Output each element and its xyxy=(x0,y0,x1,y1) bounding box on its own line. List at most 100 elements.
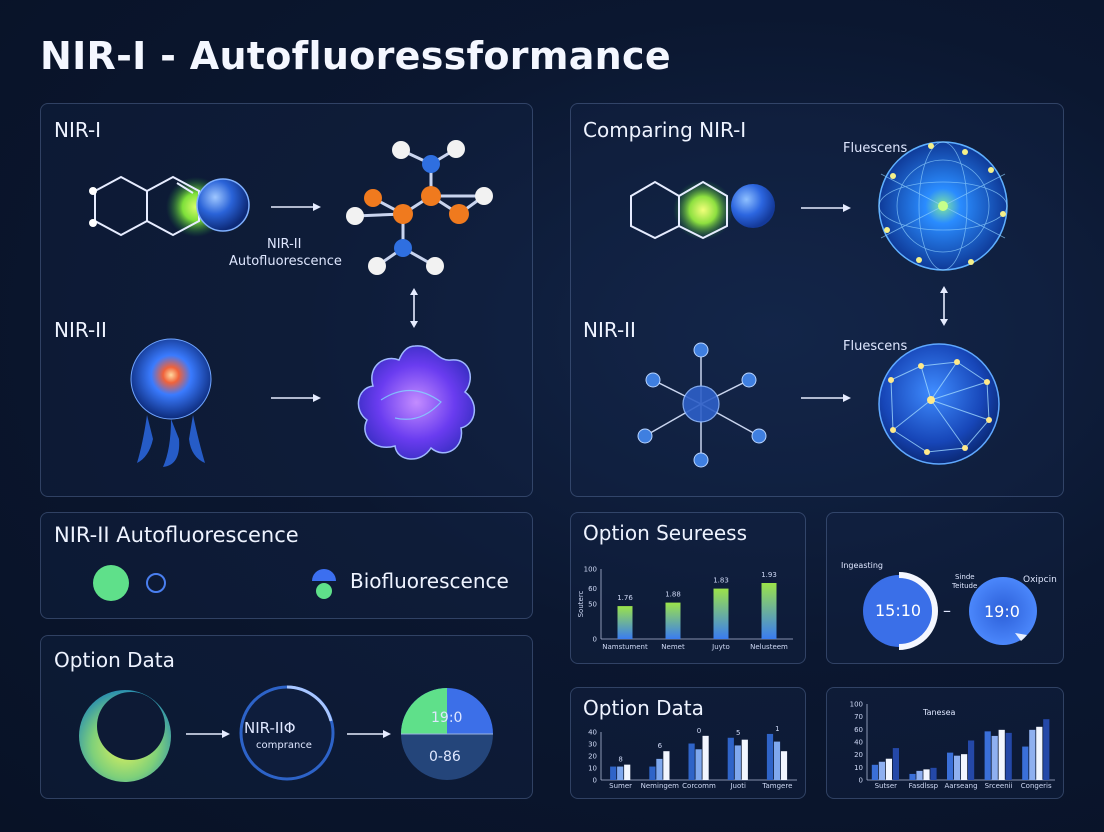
bottom-right-chart-title: Tanesea xyxy=(923,708,956,717)
bar xyxy=(885,758,892,780)
network-sphere-icon xyxy=(878,141,1008,271)
arrow-right-icon xyxy=(801,204,851,212)
bar xyxy=(916,770,923,780)
y-tick-label: 0 xyxy=(859,777,863,785)
x-tick-label: Sumer xyxy=(609,782,632,790)
sphere-label-top: Fluescens xyxy=(843,141,908,156)
gauge-right-value: 19:0 xyxy=(984,602,1020,621)
y-tick-label: 50 xyxy=(588,601,597,609)
x-tick-label: Juoti xyxy=(729,782,746,790)
bar xyxy=(695,749,702,780)
bar xyxy=(773,741,781,780)
x-tick-label: Corcomm xyxy=(682,782,716,790)
data-label: 1.93 xyxy=(761,571,777,579)
y-tick-label: 40 xyxy=(854,739,863,747)
bar xyxy=(624,764,631,780)
bar xyxy=(617,606,633,639)
y-tick-label: 0 xyxy=(593,777,597,785)
arrow-right-icon xyxy=(271,203,321,211)
panel-autofluorescence: NIR-II Autofluorescence Biofluorescence xyxy=(40,512,533,619)
bar xyxy=(610,766,617,780)
bar xyxy=(656,758,663,780)
data-label: 1 xyxy=(775,725,779,733)
x-tick-label: Nemet xyxy=(661,643,685,651)
x-tick-label: Nemingem xyxy=(641,782,679,790)
bar xyxy=(968,740,975,780)
molecule-caption-line1: NIR-II xyxy=(267,237,302,252)
arrow-right-icon xyxy=(271,394,321,402)
y-tick-label: 20 xyxy=(588,753,597,761)
nir2-label: NIR-II xyxy=(54,318,107,342)
compare-nir2-label: NIR-II xyxy=(583,318,636,342)
crescent-icon xyxy=(79,690,171,782)
gauge-label-mid-2: Teitude xyxy=(952,582,978,590)
bar xyxy=(780,751,788,780)
star-molecule-icon xyxy=(637,342,767,468)
bar xyxy=(663,751,670,780)
bar xyxy=(991,735,998,780)
y-tick-label: 60 xyxy=(854,726,863,734)
bar xyxy=(923,769,930,780)
y-tick-label: 70 xyxy=(854,713,863,721)
ring-text-line1: NIR-IIΦ xyxy=(244,719,296,737)
bar xyxy=(954,755,961,780)
ball-stick-molecule-icon xyxy=(346,140,493,275)
bar xyxy=(1005,732,1012,780)
bar xyxy=(702,735,709,780)
jellyfish-icon xyxy=(130,338,212,467)
panel-option-data-left: Option Data NIR-IIΦ comprance 19:0 0-86 xyxy=(40,635,533,799)
arrow-vertical-icon xyxy=(410,288,418,328)
bar xyxy=(1029,729,1036,780)
benzene-molecule-icon xyxy=(630,180,775,240)
gauge-separator: – xyxy=(943,601,951,620)
option-series-title: Option Seureess xyxy=(583,521,748,545)
bar xyxy=(961,754,968,780)
bar xyxy=(665,602,681,639)
gauge-left-value: 15:10 xyxy=(875,601,922,620)
gauge-right-icon xyxy=(969,577,1037,645)
bar xyxy=(1022,746,1029,780)
split-circle-bottom: 0-86 xyxy=(429,749,461,765)
data-label: 1.76 xyxy=(617,594,633,602)
arrow-vertical-icon xyxy=(940,286,948,326)
y-tick-label: 30 xyxy=(588,741,597,749)
bar xyxy=(688,743,695,780)
gauge-left-icon xyxy=(863,572,938,650)
arrow-right-icon xyxy=(347,730,391,738)
bar xyxy=(878,761,885,780)
x-tick-label: Tamgere xyxy=(761,782,792,790)
bar xyxy=(734,745,741,780)
bar xyxy=(998,729,1005,780)
bar xyxy=(713,588,729,639)
x-tick-label: Congeris xyxy=(1021,782,1052,790)
x-tick-label: Nelusteem xyxy=(750,643,788,651)
protein-blob-icon xyxy=(357,345,475,460)
arrow-right-icon xyxy=(186,730,230,738)
bar xyxy=(649,766,656,780)
bar xyxy=(1036,726,1043,780)
y-axis-label: Souterc xyxy=(577,590,585,617)
data-label: 5 xyxy=(736,729,740,737)
option-data-bottom-title: Option Data xyxy=(583,696,704,720)
bar xyxy=(947,752,954,780)
option-data-title: Option Data xyxy=(54,648,175,672)
panel-compare: Comparing NIR-I NIR-II Fluescens Fluesce… xyxy=(570,103,1064,497)
y-tick-label: 20 xyxy=(854,751,863,759)
x-tick-label: Aarseang xyxy=(944,782,977,790)
comparison-ring-icon xyxy=(239,685,335,781)
y-tick-label: 100 xyxy=(584,566,597,574)
bar xyxy=(741,739,748,780)
molecule-caption-line2: Autofluorescence xyxy=(229,254,342,269)
bar xyxy=(766,733,774,780)
y-tick-label: 40 xyxy=(588,729,597,737)
green-dot-icon xyxy=(93,565,129,601)
panel-gauges: Ingeasting Sinde Teitude Oxipcin 15:10 –… xyxy=(826,512,1064,664)
data-label: 6 xyxy=(658,742,663,750)
arrow-right-icon xyxy=(801,394,851,402)
data-label: 8 xyxy=(618,756,622,764)
data-label: 1.83 xyxy=(713,577,729,585)
y-tick-label: 0 xyxy=(593,636,597,644)
